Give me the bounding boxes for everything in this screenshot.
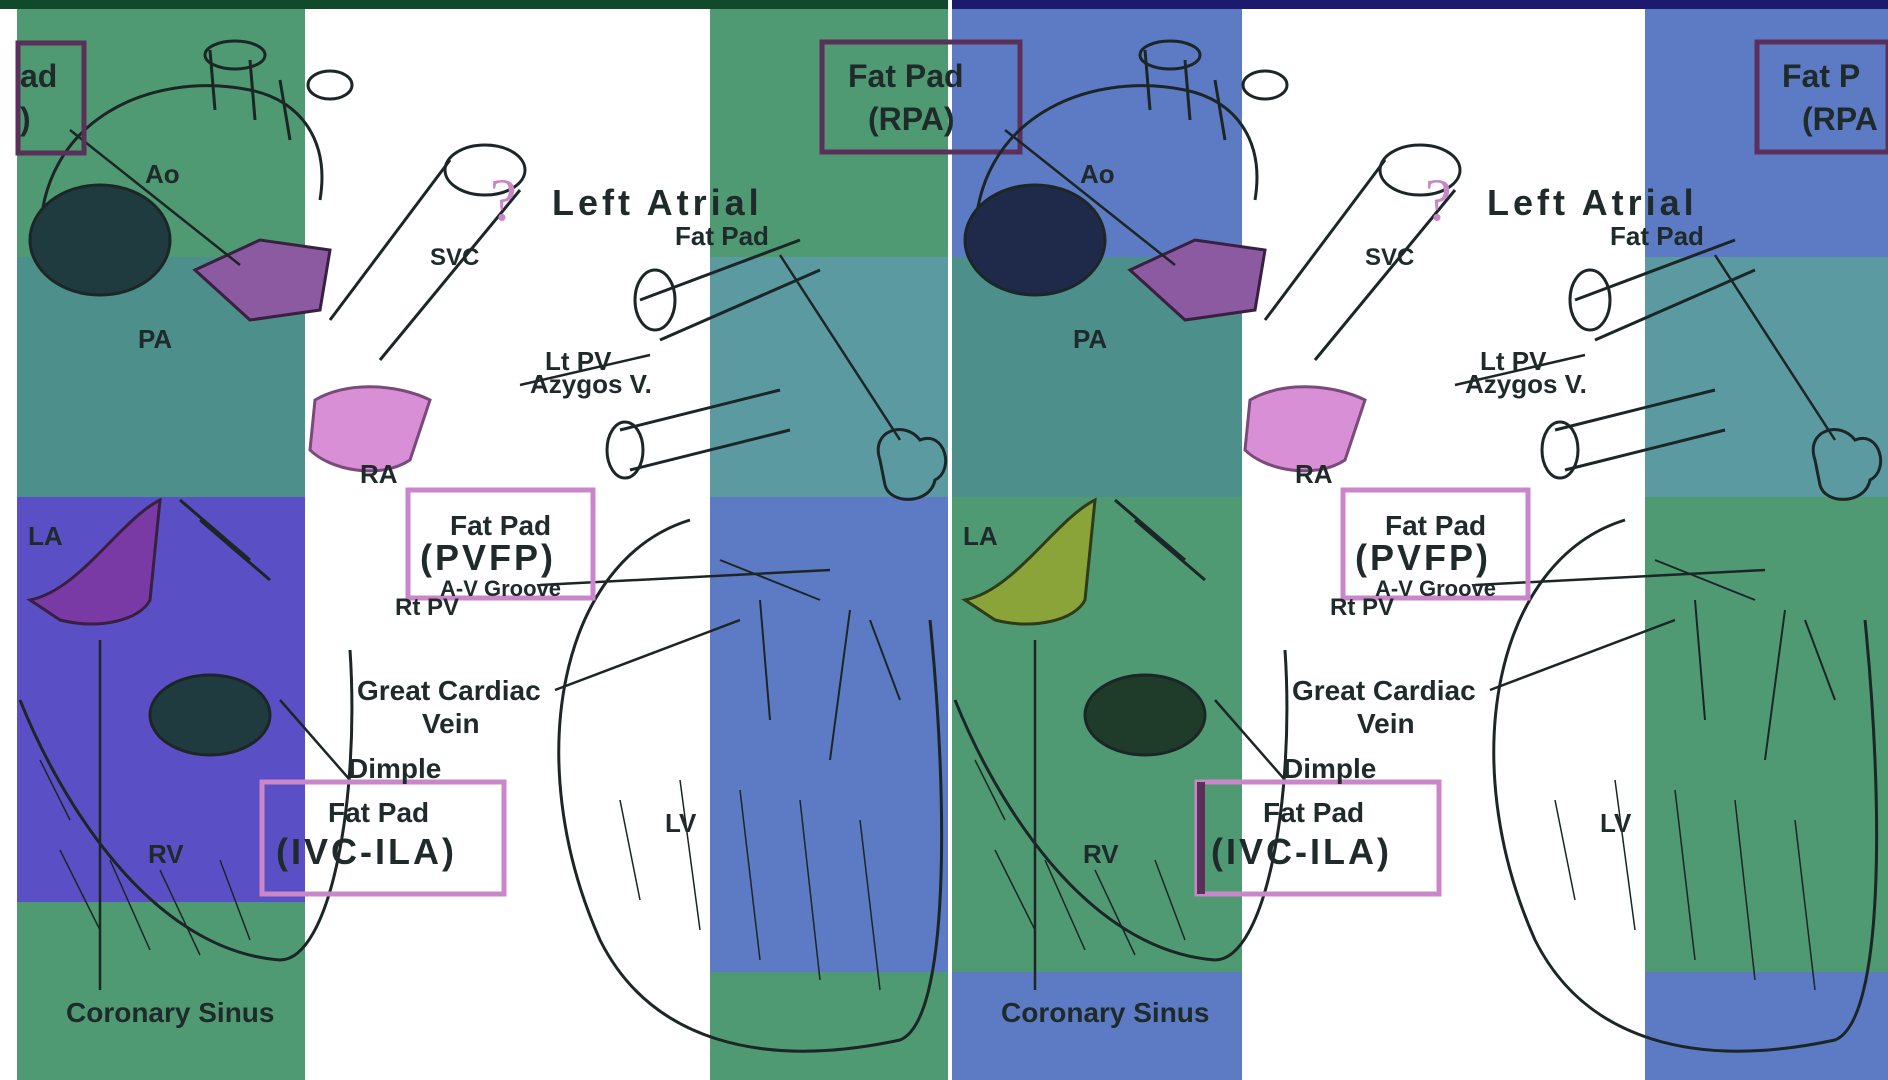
left-rt-pv-label: Rt PV: [395, 594, 459, 621]
right-ivc-box-dark-edge: [1197, 782, 1205, 894]
left-ra-label: RA: [360, 459, 398, 489]
left-lv-label: LV: [665, 808, 697, 838]
right-pvfp-sub: (PVFP): [1355, 537, 1491, 578]
left-azygos-label: Azygos V.: [530, 369, 652, 399]
right-ivc-sub: (IVC-ILA): [1211, 831, 1392, 872]
right-rv-label: RV: [1083, 839, 1119, 869]
right-great-cardiac-label: Great Cardiac: [1292, 675, 1476, 706]
left-la-label: LA: [28, 521, 63, 551]
right-rt-pv-label: Rt PV: [1330, 594, 1394, 621]
right-azygos-label: Azygos V.: [1465, 369, 1587, 399]
right-svc-question-glyph: ?: [1425, 167, 1452, 233]
left-la-fatpad-label: Fat Pad: [675, 221, 769, 251]
right-svc-label: SVC: [1365, 244, 1414, 271]
left-rpa-title: Fat Pad: [848, 58, 964, 94]
right-la-label: LA: [963, 521, 998, 551]
left-pa-label: PA: [138, 324, 172, 354]
left-dimple-label: Dimple: [348, 753, 441, 784]
right-left-atrial-label: Left Atrial: [1487, 182, 1698, 223]
top-border-left: [0, 0, 950, 9]
left-great-cardiac-label: Great Cardiac: [357, 675, 541, 706]
right-lv-label: LV: [1600, 808, 1632, 838]
left-svc-label: SVC: [430, 244, 479, 271]
left-rv-label: RV: [148, 839, 184, 869]
right-clipped-sub: (RPA: [1802, 101, 1878, 137]
left-clipped-fatpad-label: ad: [20, 58, 57, 94]
left-vein-label: Vein: [422, 708, 480, 739]
right-clipped-title: Fat P: [1782, 58, 1860, 94]
left-clipped-rpa-label: ): [20, 101, 31, 137]
right-ra-label: RA: [1295, 459, 1333, 489]
right-pa-label: PA: [1073, 324, 1107, 354]
right-vein-label: Vein: [1357, 708, 1415, 739]
left-ivc-sub: (IVC-ILA): [276, 831, 457, 872]
right-ivc-title: Fat Pad: [1263, 797, 1364, 828]
left-left-atrial-label: Left Atrial: [552, 182, 763, 223]
ivc-opening: [150, 675, 270, 755]
right-la-fatpad-label: Fat Pad: [1610, 221, 1704, 251]
right-dimple-label: Dimple: [1283, 753, 1376, 784]
right-ao-label: Ao: [1080, 159, 1115, 189]
right-coronary-sinus-label: Coronary Sinus: [1001, 997, 1209, 1028]
panel-divider: [948, 0, 952, 1080]
top-border-right: [950, 0, 1888, 9]
left-coronary-sinus-label: Coronary Sinus: [66, 997, 274, 1028]
left-ivc-title: Fat Pad: [328, 797, 429, 828]
left-rpa-sub: (RPA): [868, 101, 955, 137]
left-ao-label: Ao: [145, 159, 180, 189]
left-pvfp-sub: (PVFP): [420, 537, 556, 578]
aorta-opening: [30, 185, 170, 295]
left-svc-question-glyph: ?: [490, 167, 517, 233]
